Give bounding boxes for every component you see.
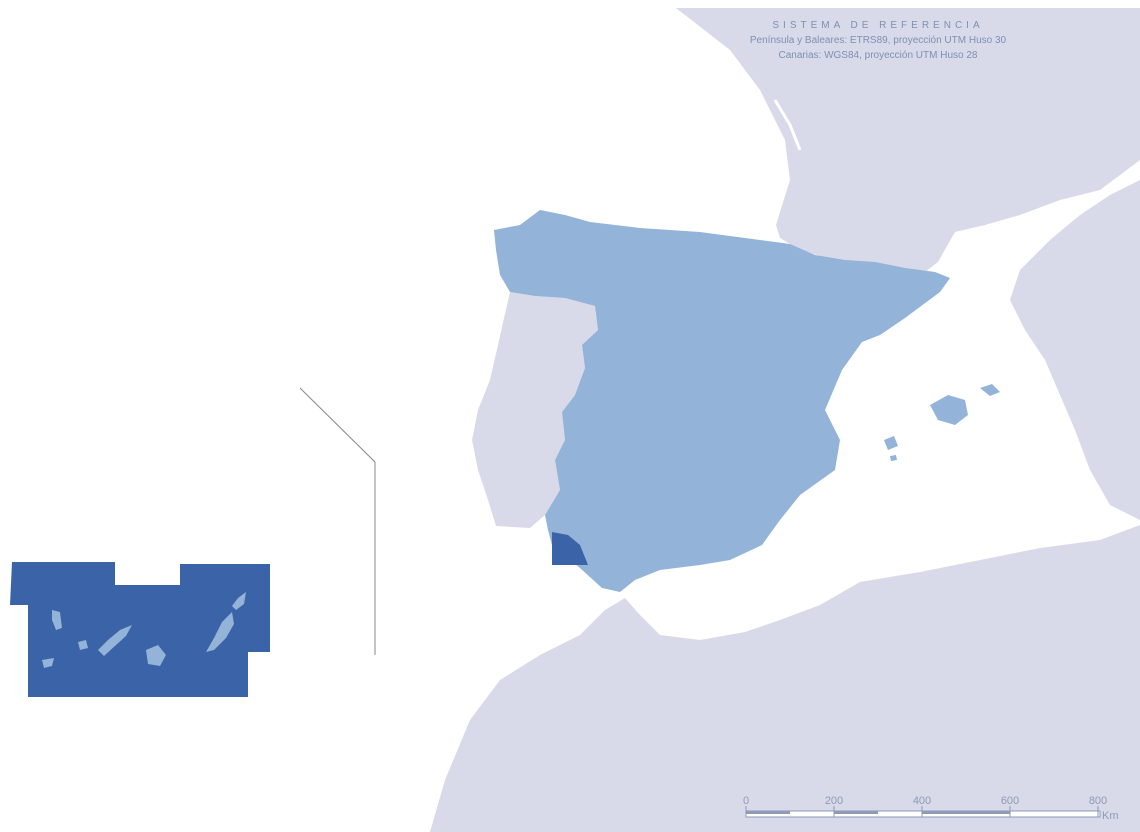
island-formentera bbox=[890, 455, 897, 461]
spain-mainland bbox=[494, 210, 950, 592]
africa-landmass bbox=[430, 525, 1140, 832]
canary-inset-box bbox=[10, 562, 270, 697]
reference-line-canarias: Canarias: WGS84, proyección UTM Huso 28 bbox=[778, 50, 978, 61]
island-la-palma bbox=[52, 610, 62, 630]
scale-label-0: 0 bbox=[743, 795, 749, 807]
balearic-islands bbox=[884, 384, 1000, 461]
island-lanzarote bbox=[232, 592, 246, 610]
scale-label-800: 800 bbox=[1089, 795, 1107, 807]
reference-line-peninsula: Península y Baleares: ETRS89, proyección… bbox=[749, 35, 1007, 46]
france-landmass bbox=[676, 8, 1140, 272]
scale-bar: 0 200 400 600 800 Km bbox=[743, 795, 1119, 822]
island-el-hierro bbox=[42, 658, 54, 668]
reference-title: SISTEMA DE REFERENCIA bbox=[772, 20, 984, 31]
scale-label-600: 600 bbox=[1001, 795, 1019, 807]
reference-system-legend: SISTEMA DE REFERENCIA Península y Balear… bbox=[668, 18, 1088, 63]
island-mallorca bbox=[930, 395, 968, 425]
scale-label-200: 200 bbox=[825, 795, 843, 807]
portugal-landmass bbox=[472, 292, 598, 528]
italy-corsica-landmass bbox=[1010, 180, 1140, 520]
inset-separator-line bbox=[299, 387, 376, 655]
island-la-gomera bbox=[78, 640, 88, 650]
canary-islands bbox=[42, 592, 246, 668]
other-land bbox=[430, 8, 1140, 832]
estuary-line bbox=[773, 99, 802, 151]
scale-segment-3 bbox=[922, 811, 1010, 814]
highlighted-province bbox=[552, 532, 588, 565]
scale-segment-2 bbox=[834, 811, 878, 814]
island-menorca bbox=[980, 384, 1000, 396]
island-gran-canaria bbox=[146, 645, 166, 666]
island-tenerife bbox=[98, 625, 132, 656]
island-fuerteventura bbox=[206, 612, 234, 652]
scale-label-400: 400 bbox=[913, 795, 931, 807]
scale-unit: Km bbox=[1102, 810, 1119, 822]
scale-segment-1 bbox=[746, 811, 790, 814]
island-ibiza bbox=[884, 436, 898, 450]
